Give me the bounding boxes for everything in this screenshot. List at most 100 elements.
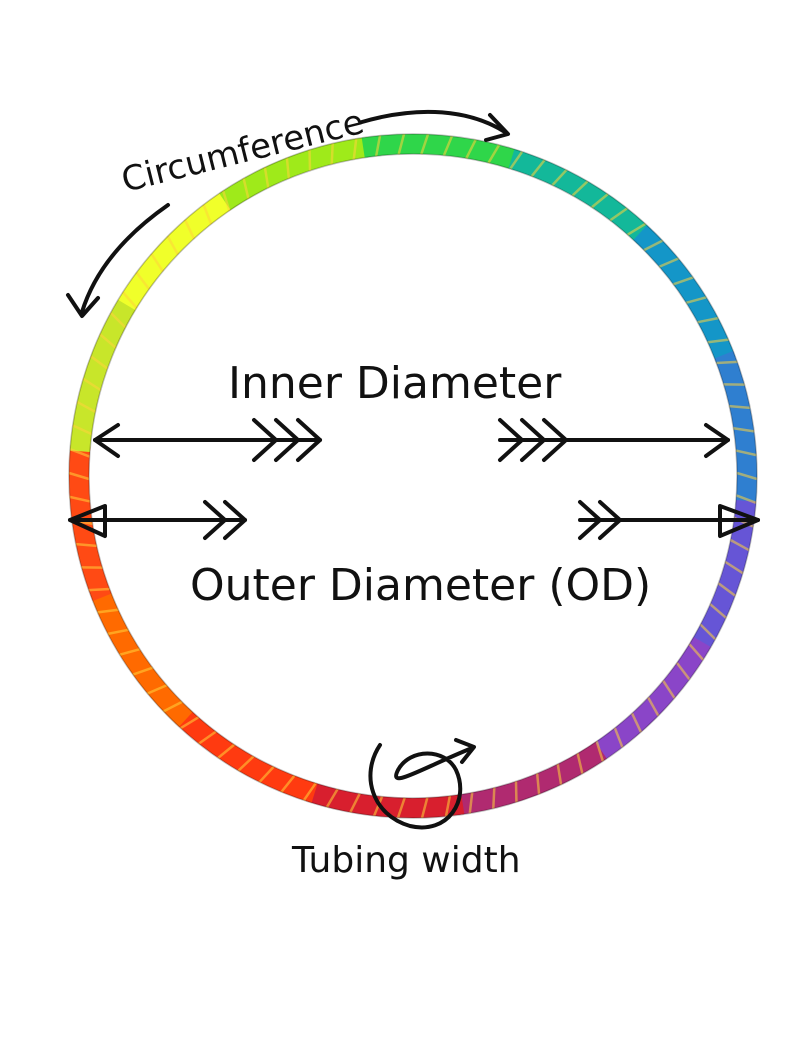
hoop-tape-stripe — [325, 788, 339, 808]
hoop-tape-stripe — [420, 797, 429, 819]
hoop-tape-stripe — [643, 239, 664, 252]
hoop-tape-stripe — [198, 730, 217, 745]
hoop-tape-stripe — [90, 355, 109, 370]
hoop-tape-stripe — [221, 190, 231, 212]
hoop-tape-stripe — [135, 271, 151, 290]
hoop-segment — [455, 742, 607, 816]
hoop-edge — [88, 153, 738, 799]
hoop-tape-stripe — [733, 426, 755, 433]
hoop-tape-stripe — [736, 471, 758, 481]
hoop-tape-stripe — [242, 178, 250, 199]
hoop-tape-stripe — [302, 782, 317, 802]
hoop-tape-stripe — [69, 495, 91, 503]
hoop-tape-stripe — [571, 180, 589, 197]
hoop-tape-stripe — [647, 696, 660, 717]
hoop-tape-stripe — [717, 582, 736, 597]
hoop-tape-stripe — [352, 138, 358, 160]
inner-diameter-label: Inner Diameter — [228, 358, 562, 409]
hoop-segment — [115, 190, 236, 316]
hoop-tape-stripe — [150, 253, 164, 273]
hoop-tape-stripe — [595, 740, 605, 762]
hoop-tape-stripe — [556, 763, 563, 785]
hoop-tape-stripe — [97, 608, 119, 614]
hoop-tape-stripe — [509, 150, 524, 170]
hoop-tape-stripe — [396, 797, 406, 819]
hoop-segment — [174, 708, 318, 803]
hoop-tape-stripe — [729, 538, 750, 552]
hoop-tape-stripe — [707, 338, 729, 344]
hoop-tape-stripe — [724, 560, 744, 575]
hoop-tape-stripe — [69, 447, 91, 458]
hoop-tape-stripe — [179, 716, 200, 730]
hoop-tape-stripe — [397, 133, 406, 155]
hoop-edge — [68, 133, 758, 819]
hoop-tape-stripe — [258, 765, 275, 783]
hoop-tape-stripe — [697, 316, 719, 324]
hoop-tape-stripe — [709, 603, 727, 619]
hoop-tape-stripe — [735, 494, 757, 505]
hoop-tape-stripe — [99, 333, 117, 349]
inner-diameter-arrow — [93, 418, 730, 462]
hoop-tape-stripe — [613, 727, 624, 748]
hoop-tape-stripe — [420, 133, 430, 155]
hoop-segment — [633, 225, 736, 364]
outer-diameter-label: Outer Diameter (OD) — [190, 560, 651, 611]
tubing-width-loop — [368, 738, 476, 830]
hoop-tape-stripe — [88, 587, 110, 592]
hoop-tape-stripe — [75, 542, 97, 548]
hoop-tape-stripe — [675, 662, 691, 681]
hoop-segment — [219, 136, 371, 210]
hoop-tape-stripe — [166, 235, 179, 256]
outer-diameter-arrow — [68, 500, 760, 540]
hoop-tape-stripe — [576, 753, 584, 774]
hoop-tape-stripe — [626, 222, 647, 236]
tubing-width-label: Tubing width — [291, 840, 521, 881]
hoop-tape-stripe — [330, 143, 334, 165]
hoop-tape-stripe — [285, 157, 291, 179]
hoop-tape-stripe — [716, 360, 738, 365]
hoop-segment — [90, 588, 193, 727]
hoop-tape-stripe — [729, 404, 751, 410]
hoop-tape-stripe — [263, 167, 270, 189]
hoop-tape-stripe — [349, 793, 361, 813]
hoop-tape-stripe — [119, 647, 141, 656]
hoop-tape-stripe — [374, 135, 382, 157]
hoop-tape-stripe — [658, 257, 679, 268]
hoop-tape-stripe — [535, 773, 541, 795]
hoop-tape-stripe — [468, 792, 474, 814]
hoop-tape-stripe — [76, 400, 97, 414]
hoop-tape-stripe — [237, 755, 255, 772]
hoop-tape-stripe — [672, 276, 694, 286]
hoop-tape-stripe — [217, 743, 236, 759]
hoop-tape-stripe — [183, 219, 196, 240]
hoop-ring — [68, 133, 758, 819]
hoop-segment — [590, 636, 711, 762]
hoop-tape-stripe — [202, 204, 213, 225]
hoop-tape-stripe — [609, 207, 628, 222]
hoop-tape-stripe — [590, 193, 609, 209]
hoop-tape-stripe — [735, 449, 757, 457]
hoop-tape-stripe — [630, 712, 643, 733]
hoop-tape-stripe — [551, 169, 568, 187]
hoop-tape-stripe — [685, 296, 707, 305]
hoop-tape-stripe — [68, 471, 90, 481]
hoop-tape-stripe — [699, 623, 717, 641]
circumference-arrow — [66, 109, 510, 318]
hoop-tape-stripe — [487, 144, 501, 164]
hoop-tape-stripe — [444, 795, 452, 817]
hoop-segment — [361, 134, 521, 171]
hoop-tape-stripe — [82, 377, 102, 392]
hoop-tape-stripe — [662, 679, 676, 699]
hoop-tape-stripe — [132, 666, 154, 676]
hoop-tape-stripe — [147, 684, 168, 695]
hoop-segment — [305, 781, 465, 818]
hoop-tape-stripe — [109, 311, 127, 329]
hoop-tape-stripe — [280, 774, 296, 793]
hoop-tape-stripe — [72, 424, 93, 436]
hoop-tape-stripe — [530, 159, 546, 178]
hoop-tape-stripe — [688, 643, 705, 661]
hoop-tape-stripe — [492, 787, 496, 809]
hoop-tape-stripe — [121, 291, 138, 309]
hoop-tape-stripe — [465, 139, 477, 159]
